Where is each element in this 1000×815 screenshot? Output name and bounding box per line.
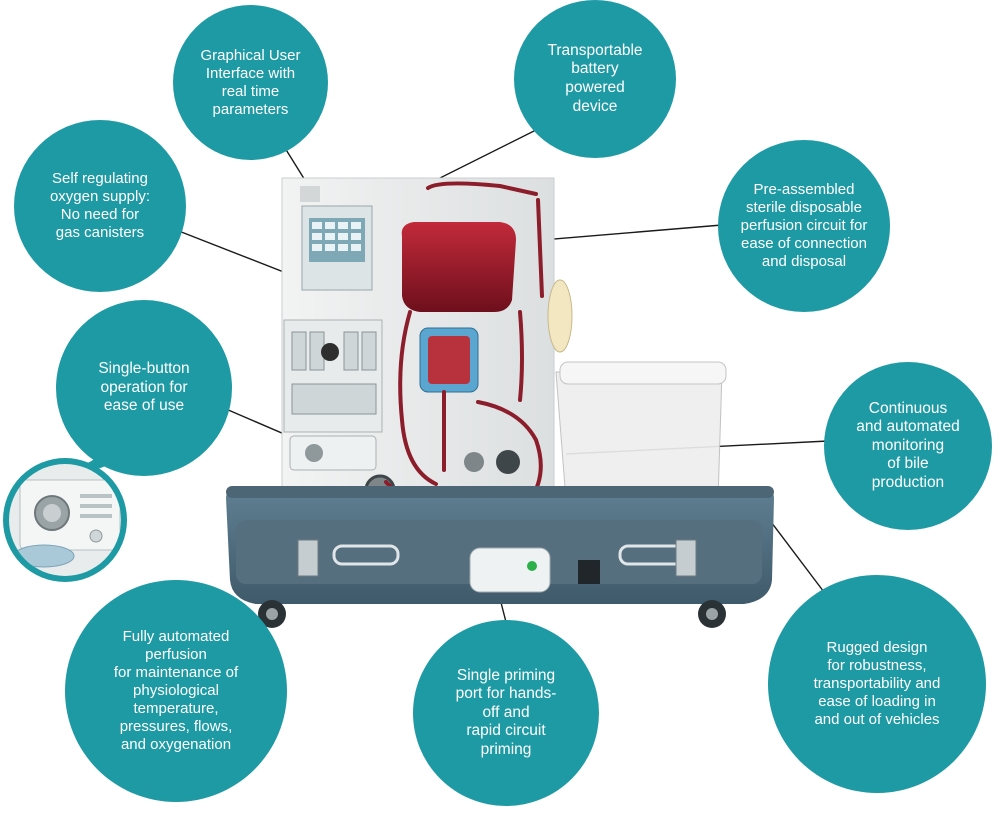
callout-automated: Fully automated perfusion for maintenanc… xyxy=(65,580,287,802)
callout-gui-text: Graphical User Interface with real time … xyxy=(200,46,301,118)
callout-bile-text: Continuous and automated monitoring of b… xyxy=(856,399,960,491)
callout-battery-text: Transportable battery powered device xyxy=(547,41,643,115)
callout-bile: Continuous and automated monitoring of b… xyxy=(824,362,992,530)
callout-priming-text: Single priming port for hands- off and r… xyxy=(455,666,557,758)
callout-rugged: Rugged design for robustness, transporta… xyxy=(768,575,986,793)
callout-gui: Graphical User Interface with real time … xyxy=(173,5,328,160)
callout-circuit: Pre-assembled sterile disposable perfusi… xyxy=(718,140,890,312)
callout-circuit-text: Pre-assembled sterile disposable perfusi… xyxy=(740,181,868,270)
callout-battery: Transportable battery powered device xyxy=(514,0,676,158)
callout-oxygen: Self regulating oxygen supply: No need f… xyxy=(14,120,186,292)
callout-single-button: Single-button operation for ease of use xyxy=(56,300,232,476)
callout-priming: Single priming port for hands- off and r… xyxy=(413,620,599,806)
callout-oxygen-text: Self regulating oxygen supply: No need f… xyxy=(49,170,151,241)
callout-single-button-text: Single-button operation for ease of use xyxy=(98,360,190,415)
callout-automated-text: Fully automated perfusion for maintenanc… xyxy=(113,628,239,753)
callout-rugged-text: Rugged design for robustness, transporta… xyxy=(813,639,941,728)
button-closeup-illustration xyxy=(3,458,127,582)
perfusion-device-illustration xyxy=(226,177,774,628)
